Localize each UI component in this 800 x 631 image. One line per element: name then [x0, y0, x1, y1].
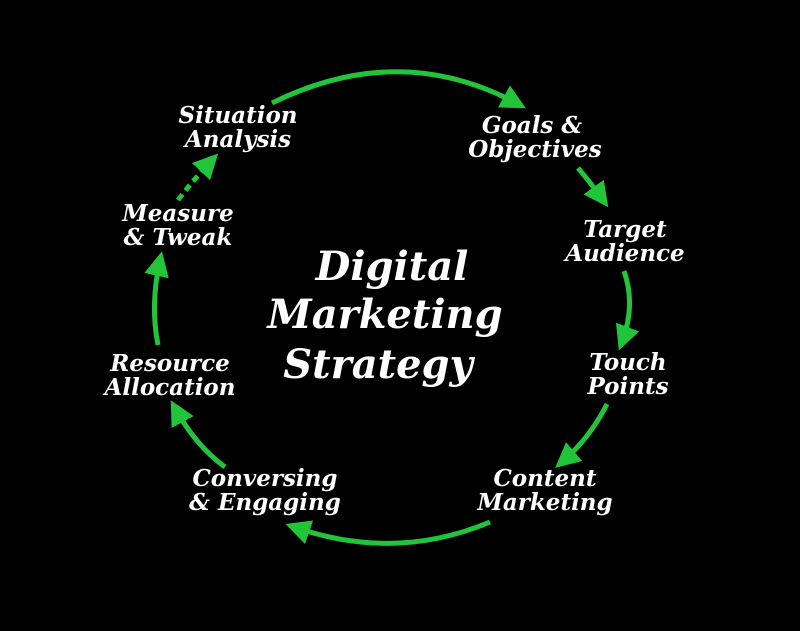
node-label-line: & Tweak [124, 224, 233, 251]
node-target-audience: Target Audience [563, 216, 684, 267]
arrow-resource-to-measure [144, 251, 169, 346]
node-label-line: Goals & [482, 112, 583, 139]
node-touch-points: Touch Points [586, 349, 668, 400]
arrow-touch-to-content [555, 402, 610, 468]
arrow-situation-to-goals [270, 69, 526, 109]
title-line-1: Digital [315, 243, 469, 290]
arrow-conversing-to-resource [170, 400, 227, 470]
node-measure-tweak: Measure & Tweak [121, 200, 233, 251]
node-conversing-engaging: Conversing & Engaging [189, 465, 341, 516]
node-label-line: Allocation [103, 374, 236, 401]
node-label-line: Target [583, 216, 667, 243]
node-label-line: Conversing [193, 465, 338, 492]
node-label-line: Resource [109, 350, 230, 377]
node-label-line: Audience [563, 240, 684, 267]
node-label-line: & Engaging [189, 489, 341, 516]
diagram-title: Digital Marketing Strategy [265, 243, 502, 388]
arrow-target-to-touch [615, 270, 640, 351]
node-situation-analysis: Situation Analysis [178, 102, 297, 153]
node-label-line: Objectives [468, 136, 601, 163]
node-label-line: Touch [589, 349, 666, 376]
title-line-3: Strategy [283, 341, 475, 388]
node-label-line: Measure [121, 200, 233, 227]
node-content-marketing: Content Marketing [476, 465, 612, 516]
title-line-2: Marketing [265, 291, 502, 338]
node-resource-allocation: Resource Allocation [103, 350, 236, 401]
node-label-line: Points [586, 373, 668, 400]
node-label-line: Marketing [476, 489, 612, 516]
arrow-goals-to-target [576, 166, 609, 208]
arrow-measure-to-situation-dashed [176, 153, 219, 202]
node-label-line: Content [494, 465, 597, 492]
arrow-content-to-conversing [285, 519, 491, 546]
node-goals-objectives: Goals & Objectives [468, 112, 601, 163]
node-label-line: Situation [178, 102, 297, 129]
node-label-line: Analysis [183, 126, 291, 153]
